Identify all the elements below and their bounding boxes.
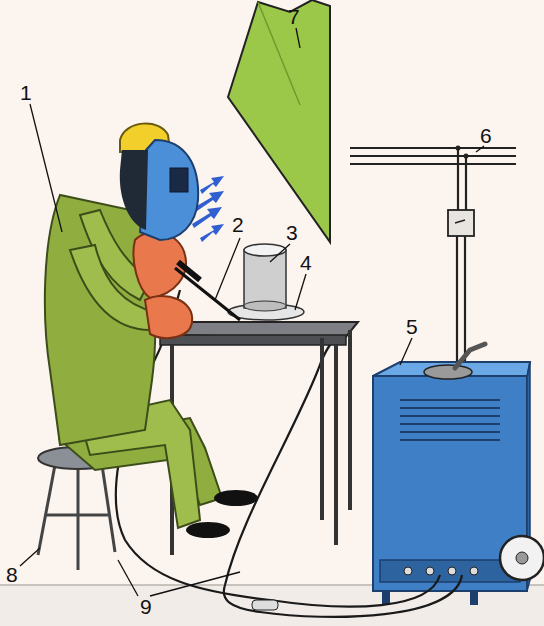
callout-number: 3: [286, 222, 298, 243]
leader-line: [400, 338, 412, 365]
junction-dot: [456, 146, 461, 151]
welding-helmet: [140, 140, 198, 240]
terminal: [470, 567, 478, 575]
ground-cable: [224, 330, 462, 617]
stool-leg: [77, 468, 80, 570]
stool-leg: [38, 465, 55, 555]
callout-number: 8: [6, 564, 18, 585]
leader-line: [20, 548, 40, 566]
power-wire: [350, 147, 516, 149]
machine-foot: [382, 591, 390, 605]
welder-body: [45, 195, 155, 445]
handle: [455, 344, 485, 368]
terminal-panel: [380, 560, 520, 582]
control-knob: [424, 365, 472, 379]
power-drop: [464, 236, 466, 362]
leader-line: [30, 104, 62, 232]
stool-ring: [46, 514, 108, 517]
head: [120, 150, 148, 230]
hood-edge: [258, 2, 300, 105]
vents: [400, 400, 500, 440]
vent: [400, 407, 500, 409]
junction-dot: [464, 154, 469, 159]
vent: [400, 415, 500, 417]
leader-line: [296, 28, 300, 48]
power-drop: [465, 156, 467, 210]
leader-line: [215, 238, 240, 300]
exhaust-hood: [228, 0, 330, 242]
electrode-holder: [175, 268, 240, 320]
wheel-hub: [516, 552, 528, 564]
callout-number: 9: [140, 596, 152, 617]
stool-leg: [102, 465, 115, 552]
shoe: [214, 490, 258, 506]
switch-lever: [455, 220, 465, 223]
power-lines: [350, 148, 516, 362]
leader-line: [295, 274, 306, 310]
vent: [400, 431, 500, 433]
holder-grip: [178, 262, 200, 280]
workpiece-top: [244, 244, 286, 256]
table-leg: [320, 338, 324, 520]
power-drop: [456, 236, 458, 362]
glove: [145, 296, 192, 338]
leader-line: [150, 572, 240, 596]
power-drop: [457, 148, 459, 210]
airflow-arrow: [200, 176, 224, 194]
vent: [400, 423, 500, 425]
table-edge: [160, 335, 346, 345]
terminal: [426, 567, 434, 575]
leader-line: [476, 146, 484, 152]
leader-line: [270, 244, 290, 262]
callout-number: 1: [20, 82, 32, 103]
callout-number: 4: [300, 252, 312, 273]
workpiece: [244, 250, 286, 308]
callout-number: 7: [288, 6, 300, 27]
callout-number: 6: [480, 125, 492, 146]
table-leg: [348, 330, 352, 510]
helmet-window: [170, 168, 188, 192]
machine-foot: [470, 591, 478, 605]
terminal: [448, 567, 456, 575]
vent: [400, 439, 500, 441]
wheel: [500, 536, 544, 580]
terminal: [404, 567, 412, 575]
leader-lines: [20, 28, 484, 596]
airflow-arrow: [200, 224, 224, 242]
stool-legs: [38, 465, 115, 570]
vent: [400, 399, 500, 401]
table-leg: [334, 345, 338, 545]
shoe: [186, 522, 230, 538]
power-wire: [350, 155, 516, 157]
switch-box: [448, 210, 474, 236]
leader-line: [118, 560, 138, 596]
cable-connector: [252, 600, 278, 610]
workpiece-bottom: [244, 301, 286, 311]
callout-number: 5: [406, 316, 418, 337]
power-wire: [350, 163, 516, 165]
callout-number: 2: [232, 214, 244, 235]
